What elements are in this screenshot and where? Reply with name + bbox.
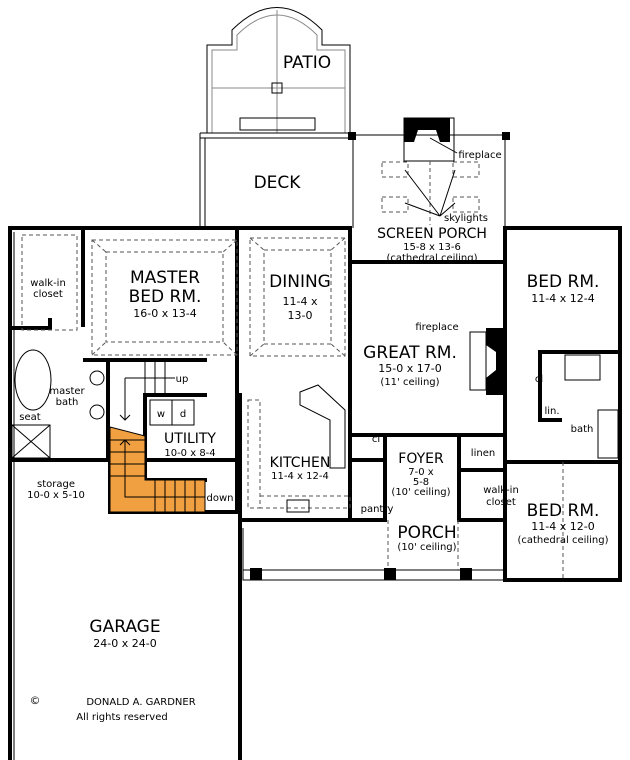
storage-size: 10-0 x 5-10	[27, 490, 85, 501]
fireplace-icon	[404, 118, 450, 142]
master-bedroom: MASTER BED RM. 16-0 x 13-4 walk-in close…	[11, 234, 238, 459]
screen-porch-size: 15-8 x 13-6	[403, 242, 461, 253]
up-label: up	[176, 374, 189, 385]
bed2-label: BED RM.	[527, 501, 600, 521]
foyer-label: FOYER	[398, 451, 444, 467]
down-label: down	[207, 493, 234, 504]
great-fireplace-label: fireplace	[415, 322, 458, 333]
great-room: fireplace GREAT RM. 15-0 x 17-0 (11' cei…	[363, 322, 505, 395]
linen-label: linen	[471, 448, 495, 459]
screen-porch-label: SCREEN PORCH	[377, 226, 487, 242]
porch-label: PORCH	[397, 523, 456, 543]
master-label-2: BED RM.	[129, 287, 202, 307]
walkin1-label-1: walk-in	[30, 278, 66, 289]
kitchen: KITCHEN 11-4 x 12-4 pantry cl	[247, 384, 394, 515]
foyer-note: (10' ceiling)	[391, 487, 450, 498]
walkin2-label-2: closet	[486, 497, 516, 508]
bedroom-1: BED RM. 11-4 x 12-4 cl lin. bath	[527, 272, 619, 459]
garage: GARAGE 24-0 x 24-0 © DONALD A. GARDNER A…	[30, 617, 196, 723]
patio: PATIO	[206, 7, 351, 133]
deck-label: DECK	[254, 173, 302, 193]
stairs: up down	[109, 360, 234, 513]
great-room-note: (11' ceiling)	[380, 377, 439, 388]
utility-size: 10-0 x 8-4	[164, 448, 215, 459]
lin-label: lin.	[544, 406, 559, 417]
bed2-note: (cathedral ceiling)	[517, 535, 608, 546]
bed1-closet-label: cl	[535, 374, 543, 385]
screen-porch-note: (cathedral ceiling)	[386, 253, 477, 264]
bed2-size: 11-4 x 12-0	[531, 520, 594, 533]
storage-label: storage	[37, 479, 75, 490]
great-room-size: 15-0 x 17-0	[378, 362, 441, 375]
porch-note: (10' ceiling)	[397, 542, 456, 553]
foyer: FOYER 7-0 x 5-8 (10' ceiling) linen walk…	[391, 448, 518, 508]
skylights-label: skylights	[444, 213, 488, 224]
master-bath-label-1: master	[49, 386, 85, 397]
kitchen-size: 11-4 x 12-4	[271, 471, 329, 482]
foyer-size-2: 5-8	[413, 477, 429, 488]
copyright-symbol: ©	[30, 694, 41, 707]
designer-credit: DONALD A. GARDNER	[86, 697, 195, 708]
master-bath-label-2: bath	[56, 397, 79, 408]
utility: w d UTILITY 10-0 x 8-4	[149, 399, 216, 459]
foyer-size-1: 7-0 x	[408, 467, 434, 478]
great-fireplace-icon	[486, 328, 505, 395]
bed1-size: 11-4 x 12-4	[531, 292, 594, 305]
front-porch: PORCH (10' ceiling)	[242, 520, 505, 581]
kitchen-closet-label: cl	[372, 434, 380, 445]
master-label-1: MASTER	[130, 268, 200, 288]
dryer-label: d	[180, 409, 186, 420]
kitchen-label: KITCHEN	[270, 455, 331, 471]
fireplace-label: fireplace	[458, 150, 501, 161]
walkin2-label-1: walk-in	[483, 485, 519, 496]
walkin1-label-2: closet	[33, 289, 63, 300]
bathtub-icon	[14, 349, 52, 411]
rights-reserved: All rights reserved	[76, 712, 167, 723]
dining-room: DINING 11-4 x 13-0	[249, 237, 346, 357]
master-size: 16-0 x 13-4	[133, 307, 196, 320]
pantry-label: pantry	[361, 504, 394, 515]
bath-label: bath	[571, 424, 594, 435]
great-room-label: GREAT RM.	[363, 343, 457, 363]
patio-label: PATIO	[283, 53, 331, 73]
dining-size-1: 11-4 x	[283, 295, 318, 308]
dining-label: DINING	[269, 272, 331, 292]
bedroom-2: BED RM. 11-4 x 12-0 (cathedral ceiling)	[517, 462, 609, 580]
garage-size: 24-0 x 24-0	[93, 637, 156, 650]
screen-porch: fireplace skylights SCREEN PORCH 15-8 x …	[348, 117, 510, 264]
seat-label: seat	[19, 412, 40, 423]
utility-label: UTILITY	[164, 431, 216, 447]
washer-label: w	[157, 409, 165, 420]
garage-label: GARAGE	[89, 617, 160, 637]
deck: DECK	[199, 132, 350, 228]
dining-size-2: 13-0	[288, 309, 313, 322]
bed1-label: BED RM.	[527, 272, 600, 292]
